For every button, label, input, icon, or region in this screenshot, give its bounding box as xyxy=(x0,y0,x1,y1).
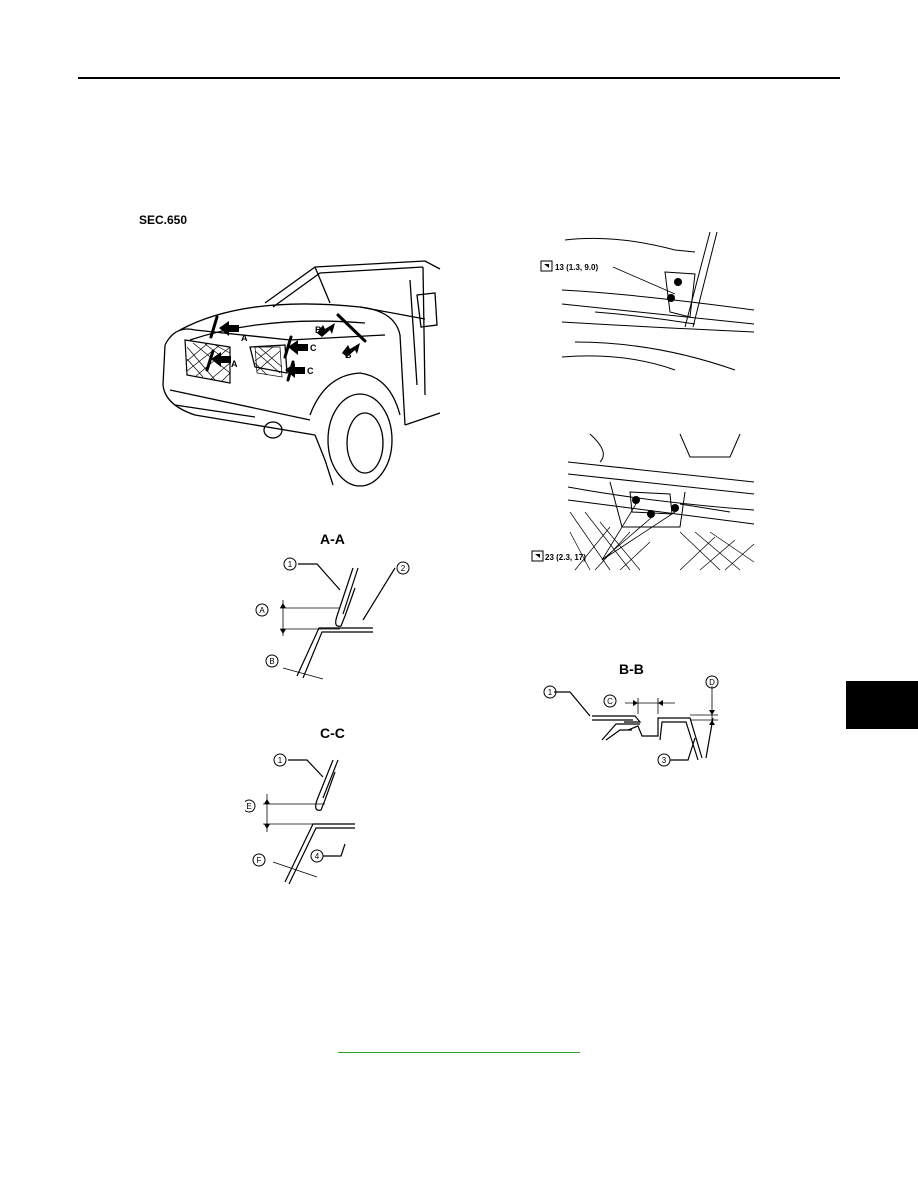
footer-link-underline[interactable] xyxy=(338,1052,580,1053)
arrow-label-a-lower: A xyxy=(231,359,238,369)
section-bb-title: B-B xyxy=(619,661,644,677)
torque-wrench-icon xyxy=(540,260,553,272)
section-code: SEC.650 xyxy=(139,213,188,227)
section-bb-diagram: B-B 1 C D 3 xyxy=(543,661,719,767)
bb-callout-3: 3 xyxy=(662,756,667,765)
arrow-label-c-lower: C xyxy=(307,366,314,376)
hood-lock-illustration: 23 (2.3, 17) xyxy=(531,432,755,571)
arrow-label-b-upper: B xyxy=(315,325,322,335)
bb-callout-c: C xyxy=(607,697,613,706)
cc-callout-f: F xyxy=(257,856,262,865)
vehicle-front-illustration: A A C C B B xyxy=(162,260,441,487)
cc-callout-4: 4 xyxy=(315,852,320,861)
section-cc-diagram: C-C 1 4 E F xyxy=(245,725,355,885)
cc-callout-e: E xyxy=(246,802,251,811)
torque-value-bottom: 23 (2.3, 17) xyxy=(545,553,586,562)
torque-wrench-icon-lower xyxy=(531,550,544,562)
aa-callout-1: 1 xyxy=(288,560,293,569)
bb-callout-1: 1 xyxy=(548,688,553,697)
section-aa-title: A-A xyxy=(320,531,345,547)
section-index-tab xyxy=(846,681,918,729)
arrow-label-b-lower: B xyxy=(345,350,352,360)
arrow-label-c-upper: C xyxy=(310,343,317,353)
cc-callout-1: 1 xyxy=(278,756,283,765)
section-aa-diagram: A-A 1 2 A B xyxy=(255,531,410,680)
section-cc-title: C-C xyxy=(320,725,345,741)
bb-callout-d: D xyxy=(709,678,715,687)
aa-callout-b: B xyxy=(269,657,274,666)
aa-callout-2: 2 xyxy=(401,564,406,573)
aa-callout-a: A xyxy=(259,606,265,615)
header-rule xyxy=(78,77,840,79)
hood-hinge-illustration: 13 (1.3, 9.0) xyxy=(540,232,755,371)
torque-value-top: 13 (1.3, 9.0) xyxy=(555,263,598,272)
arrow-label-a-upper: A xyxy=(241,333,248,343)
